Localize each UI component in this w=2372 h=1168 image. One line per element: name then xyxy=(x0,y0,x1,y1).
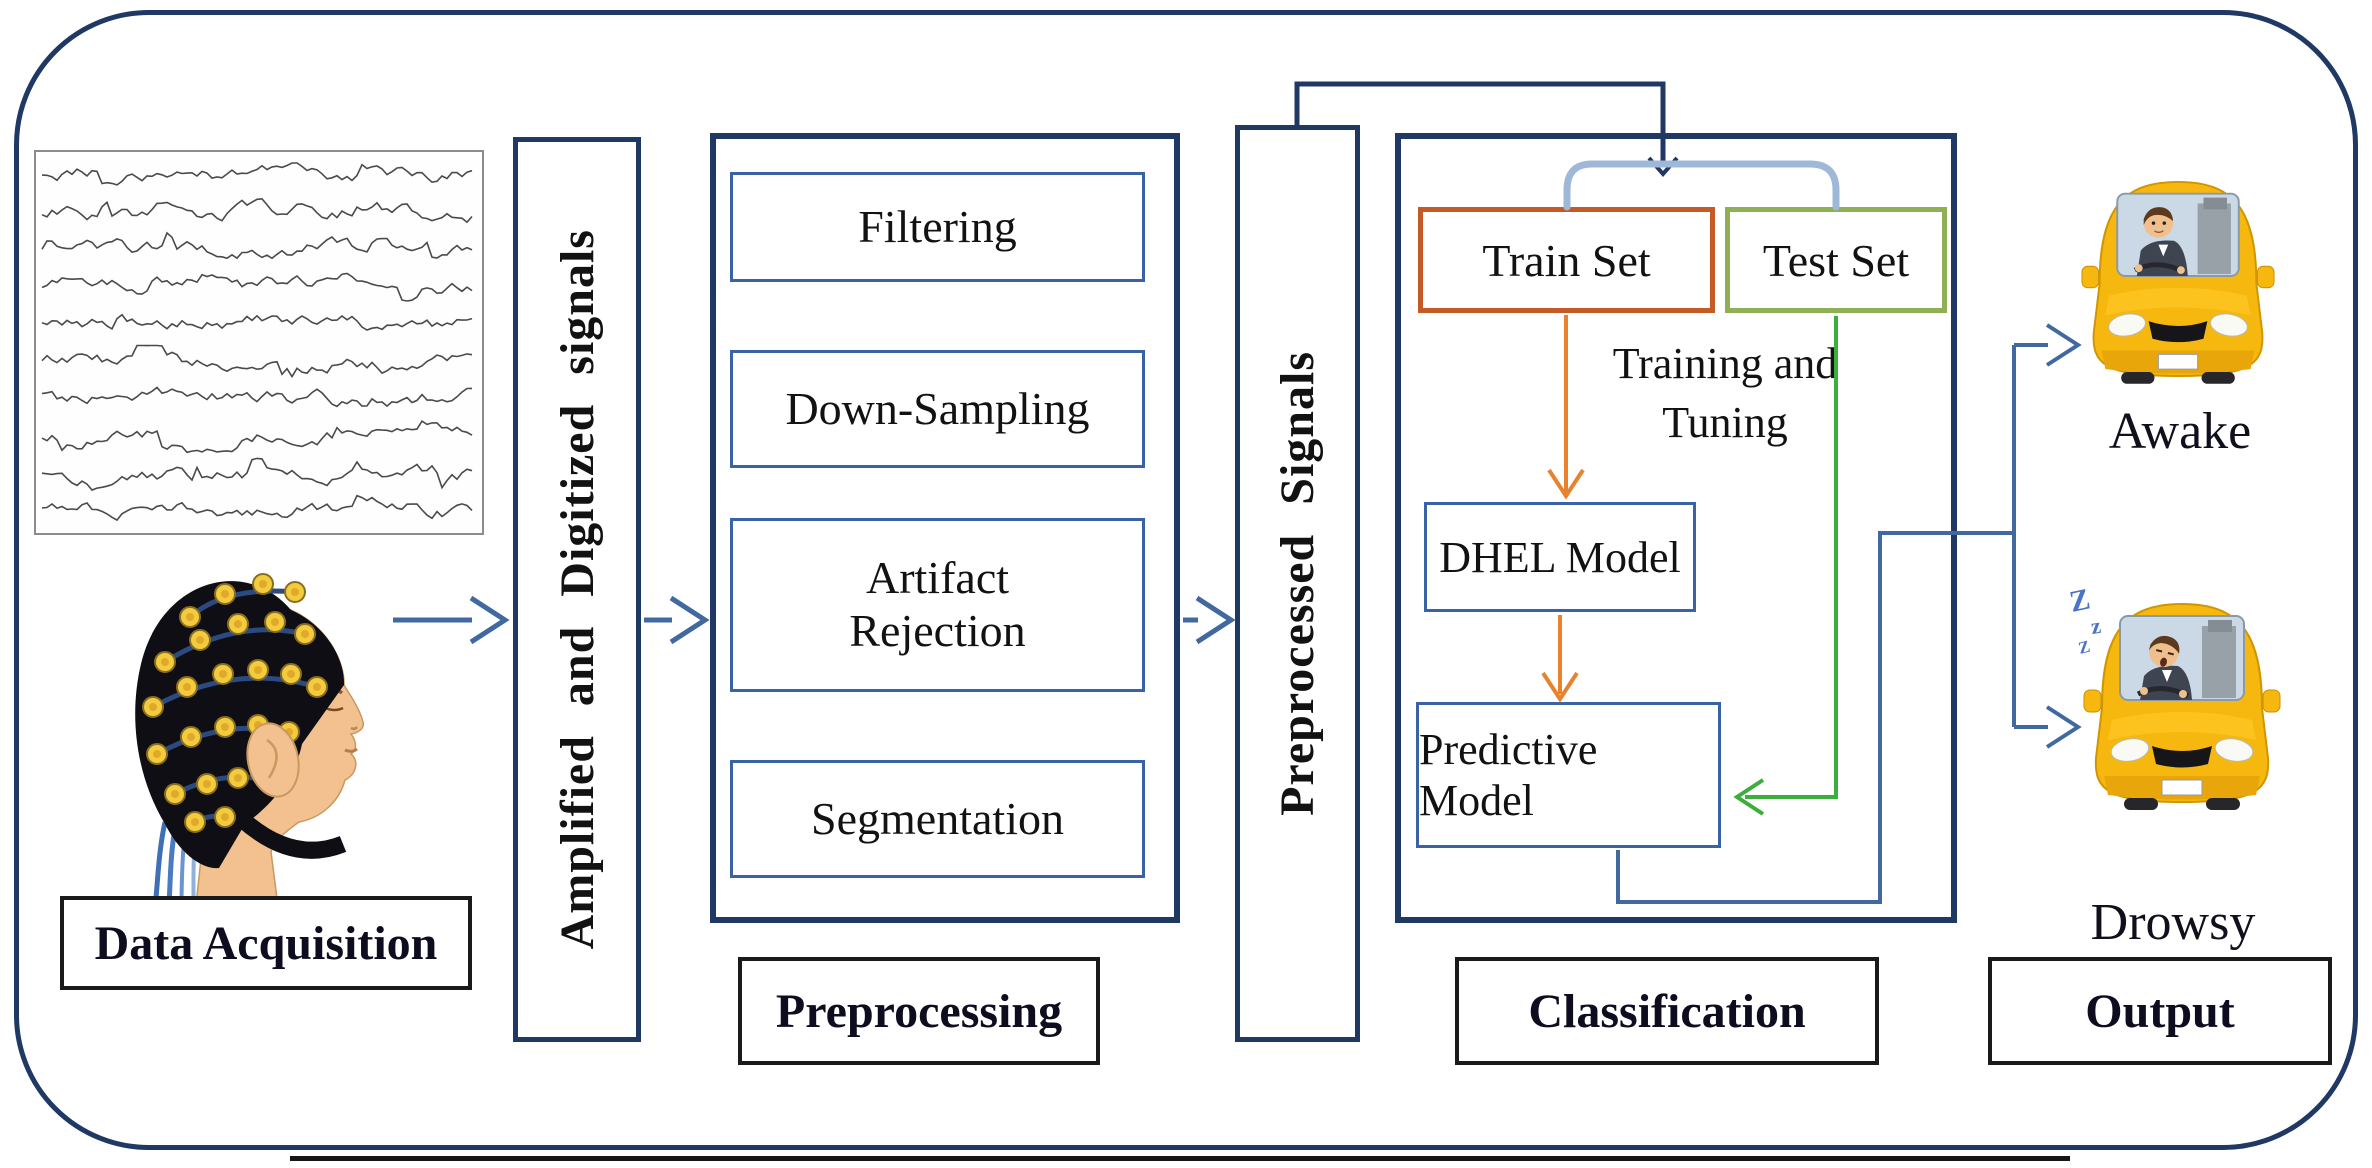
data-acquisition-label: Data Acquisition xyxy=(60,896,472,990)
classification-label: Classification xyxy=(1455,957,1879,1065)
headlight-right xyxy=(2210,313,2248,337)
headlight-right xyxy=(2214,738,2254,762)
training-tuning-annotation: Training and Tuning xyxy=(1580,334,1870,453)
predictive-model-text: Predictive Model xyxy=(1419,725,1598,825)
drowsy-car-icon: Z z Z xyxy=(2058,582,2282,882)
amplified-digitized-text: Amplified and Digitized signals xyxy=(550,229,604,950)
eeg-trace-line xyxy=(41,313,473,331)
zzz-icon: Z z Z xyxy=(2067,582,2103,657)
wheel-right xyxy=(2206,798,2240,810)
eeg-trace-line xyxy=(41,419,473,454)
awake-car-icon xyxy=(2080,168,2276,384)
seat xyxy=(2197,203,2231,275)
eeg-traces-icon xyxy=(41,162,473,522)
seat xyxy=(2202,626,2236,698)
eeg-trace-line xyxy=(41,494,473,522)
headlight-left xyxy=(2108,313,2146,337)
grille xyxy=(2148,321,2208,343)
artifact-rejection-text: Artifact Rejection xyxy=(849,552,1026,656)
eeg-signals-panel xyxy=(34,150,484,535)
training-line2: Tuning xyxy=(1662,398,1788,448)
drowsy-driver xyxy=(2136,635,2192,700)
eeg-trace-line xyxy=(41,344,473,379)
svg-text:z: z xyxy=(2089,613,2102,639)
train-set-text: Train Set xyxy=(1482,234,1651,286)
preprocessed-signals-text: Preprocessed Signals xyxy=(1271,351,1324,816)
eeg-trace-line xyxy=(41,231,473,260)
headlight-left xyxy=(2110,738,2150,762)
drowsy-label: Drowsy xyxy=(2090,894,2256,951)
svg-text:Z: Z xyxy=(2076,637,2092,658)
wheel-right xyxy=(2201,372,2235,384)
classification-text: Classification xyxy=(1528,984,1806,1038)
outer-rounded-frame xyxy=(14,10,2358,1150)
test-set-text: Test Set xyxy=(1762,234,1910,286)
bottom-border-line xyxy=(290,1156,2070,1161)
test-set-box: Test Set xyxy=(1725,207,1947,313)
awake-label: Awake xyxy=(2108,403,2252,460)
headrest xyxy=(2208,620,2232,632)
filtering-text: Filtering xyxy=(858,200,1017,252)
output-label: Output xyxy=(1988,957,2332,1065)
dhel-model-text: DHEL Model xyxy=(1439,532,1681,582)
preprocessed-signals-bar: Preprocessed Signals xyxy=(1235,125,1360,1042)
preprocessing-label: Preprocessing xyxy=(738,957,1100,1065)
dhel-model-box: DHEL Model xyxy=(1424,502,1696,612)
headrest xyxy=(2203,197,2227,210)
grille xyxy=(2152,746,2212,768)
ear xyxy=(246,722,300,798)
training-line1: Training and xyxy=(1612,339,1838,388)
data-acquisition-text: Data Acquisition xyxy=(94,916,438,970)
awake-driver xyxy=(2133,207,2188,276)
down-sampling-text: Down-Sampling xyxy=(785,382,1090,434)
eeg-trace-line xyxy=(41,457,473,491)
step-artifact-rejection: Artifact Rejection xyxy=(730,518,1145,692)
eeg-trace-line xyxy=(41,162,473,186)
eeg-trace-line xyxy=(41,197,473,224)
wheel-left xyxy=(2121,372,2155,384)
step-down-sampling: Down-Sampling xyxy=(730,350,1145,468)
predictive-model-box: Predictive Model xyxy=(1416,702,1721,848)
step-filtering: Filtering xyxy=(730,172,1145,282)
eeg-cap xyxy=(135,581,347,869)
train-set-box: Train Set xyxy=(1418,207,1715,313)
output-text: Output xyxy=(2085,984,2235,1038)
segmentation-text: Segmentation xyxy=(811,792,1064,844)
license-plate xyxy=(2161,779,2203,796)
step-segmentation: Segmentation xyxy=(730,760,1145,878)
hood-highlight xyxy=(2105,287,2251,316)
wheel-left xyxy=(2124,798,2158,810)
license-plate xyxy=(2157,353,2199,370)
hood-highlight xyxy=(2108,712,2256,740)
eeg-cap-head-icon xyxy=(95,522,405,961)
amplified-digitized-bar: Amplified and Digitized signals xyxy=(513,137,641,1042)
eeg-trace-line xyxy=(41,386,473,408)
preprocessing-text: Preprocessing xyxy=(775,984,1063,1038)
eeg-trace-line xyxy=(41,272,473,302)
